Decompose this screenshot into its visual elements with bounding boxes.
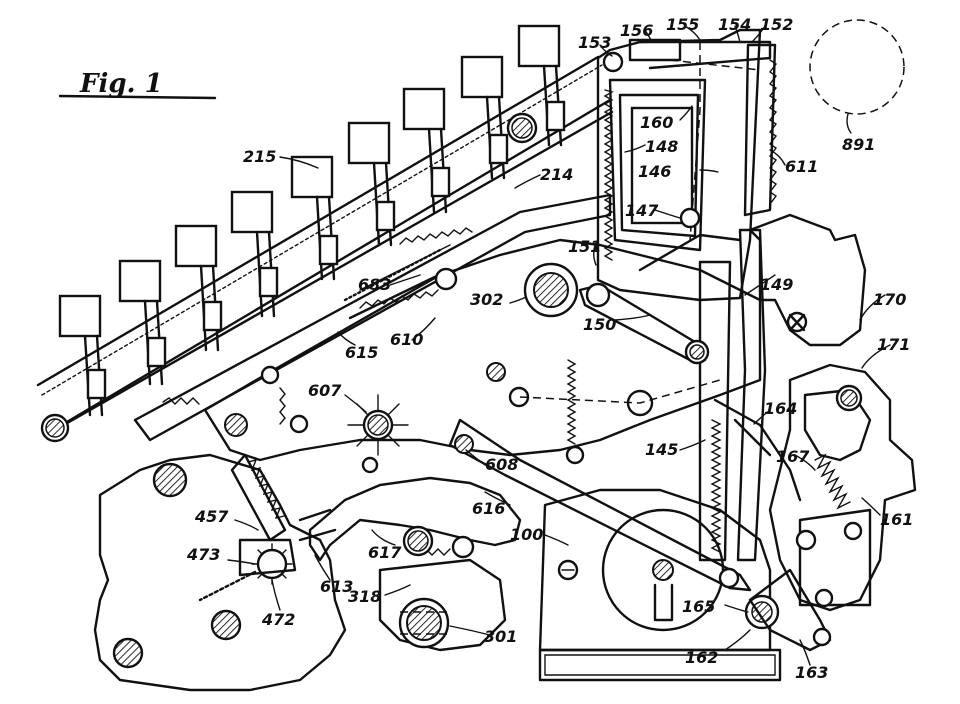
label-151: 151 <box>568 237 601 256</box>
label-146: 146 <box>638 162 671 181</box>
key-1 <box>58 294 107 417</box>
label-167: 167 <box>776 447 810 466</box>
right-mechanism <box>718 363 917 652</box>
label-163: 163 <box>795 663 828 682</box>
leader-lines <box>227 25 891 666</box>
label-153: 153 <box>578 33 611 52</box>
key-8 <box>460 55 509 180</box>
springs <box>162 89 722 556</box>
label-615: 615 <box>345 343 378 362</box>
label-473: 473 <box>186 545 220 564</box>
reference-numerals: 153 156 155 154 152 891 160 148 146 611 … <box>186 15 913 682</box>
serrated-bar-611 <box>743 43 778 217</box>
pins <box>224 267 506 474</box>
rear-frame <box>596 28 772 302</box>
label-891: 891 <box>842 135 875 154</box>
label-611: 611 <box>785 157 818 176</box>
lower-left-plate <box>93 453 347 692</box>
label-616: 616 <box>472 499 505 518</box>
label-100: 100 <box>510 525 543 544</box>
figure-title-text: Fig. 1 <box>79 69 163 99</box>
keys <box>58 24 566 417</box>
label-607: 607 <box>308 381 342 400</box>
label-318: 318 <box>348 587 381 606</box>
label-150: 150 <box>583 315 616 334</box>
hub-302 <box>523 262 579 318</box>
label-171: 171 <box>877 335 910 354</box>
label-170: 170 <box>873 290 906 309</box>
typebar-rail <box>36 55 614 443</box>
label-156: 156 <box>620 21 653 40</box>
label-148: 148 <box>645 137 678 156</box>
key-6 <box>347 121 396 247</box>
key-4 <box>230 190 279 318</box>
side-frame-610 <box>203 238 762 462</box>
label-617: 617 <box>368 543 402 562</box>
label-160: 160 <box>640 113 673 132</box>
key-5 <box>290 155 339 281</box>
label-214: 214 <box>540 165 573 184</box>
figure-title: Fig. 1 <box>58 69 217 100</box>
link-145 <box>448 379 752 592</box>
label-613: 613 <box>320 577 353 596</box>
key-9 <box>517 24 566 147</box>
label-610: 610 <box>390 330 423 349</box>
lever-616 <box>298 476 522 562</box>
label-149: 149 <box>760 275 793 294</box>
label-154: 154 <box>718 15 751 34</box>
key-2 <box>118 259 167 386</box>
label-683: 683 <box>358 275 391 294</box>
label-147: 147 <box>625 201 659 220</box>
label-301: 301 <box>484 627 517 646</box>
part-891-circle <box>809 19 905 134</box>
key-7 <box>402 87 451 214</box>
label-145: 145 <box>645 440 678 459</box>
hub-301 <box>378 558 507 652</box>
label-457: 457 <box>194 507 229 526</box>
star-wheel-607 <box>347 394 409 456</box>
label-162: 162 <box>685 648 718 667</box>
housing-100 <box>538 488 782 682</box>
label-164: 164 <box>764 399 797 418</box>
label-165: 165 <box>682 597 715 616</box>
link-150 <box>578 207 742 365</box>
label-302: 302 <box>470 290 503 309</box>
label-472: 472 <box>261 610 295 629</box>
lever-164 <box>698 228 802 562</box>
label-215: 215 <box>243 147 276 166</box>
label-155: 155 <box>666 15 699 34</box>
label-608: 608 <box>485 455 518 474</box>
label-152: 152 <box>760 15 793 34</box>
key-3 <box>174 224 223 352</box>
label-161: 161 <box>880 510 913 529</box>
key-lever-615 <box>133 193 612 442</box>
